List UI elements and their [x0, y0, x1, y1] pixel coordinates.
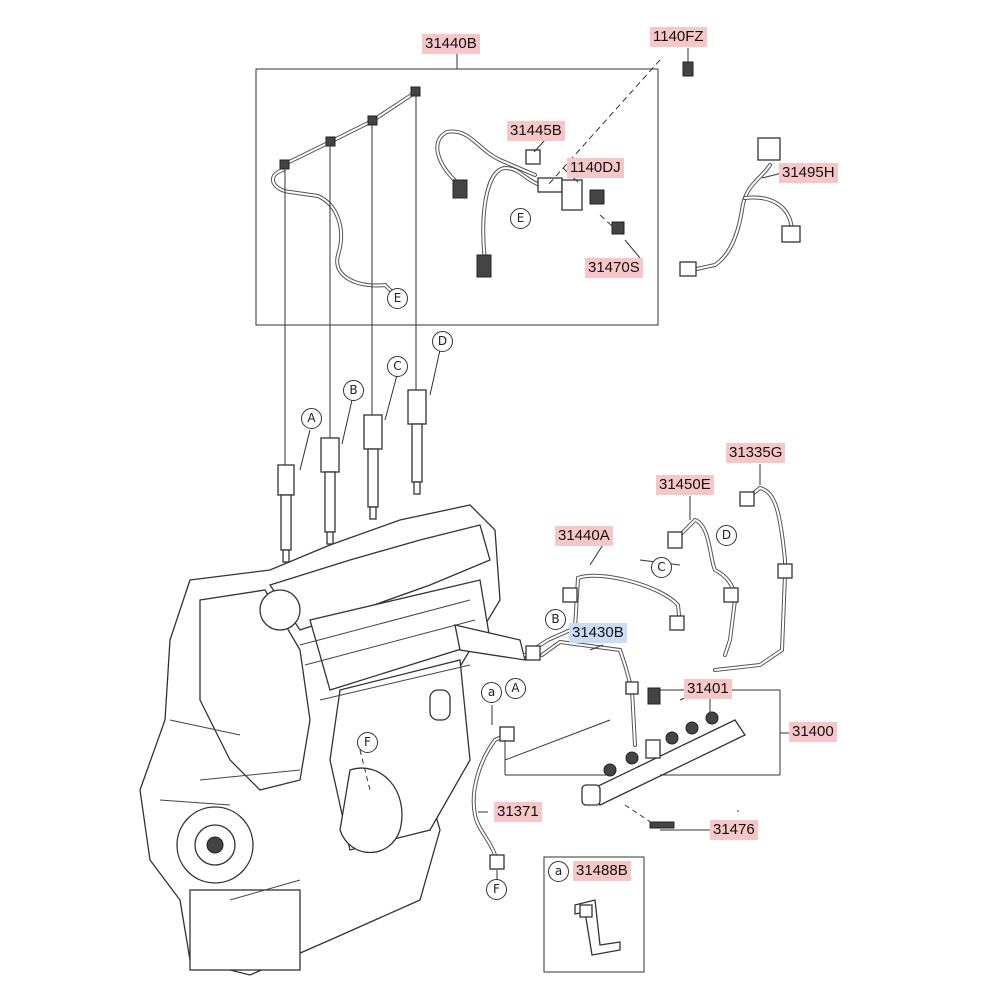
- part-label-31470S[interactable]: 31470S: [585, 258, 643, 278]
- part-label-31430B[interactable]: 31430B: [569, 623, 627, 643]
- part-label-31335G[interactable]: 31335G: [726, 443, 786, 463]
- ref-circle-d-injector: D: [432, 331, 453, 352]
- ref-circle-a-line: A: [505, 678, 526, 699]
- part-label-1140DJ[interactable]: 1140DJ: [567, 158, 624, 178]
- ref-circle-sub-a: a: [481, 682, 502, 703]
- injectors: [277, 96, 441, 563]
- bracket-detail: [543, 856, 645, 973]
- bracket-detail-box: [543, 856, 645, 973]
- ref-circle-b-line: B: [545, 609, 566, 630]
- part-label-31488B[interactable]: 31488B: [573, 861, 631, 881]
- part-label-31371[interactable]: 31371: [494, 802, 542, 822]
- ref-circle-c-line: C: [651, 557, 672, 578]
- part-label-31440B[interactable]: 31440B: [422, 34, 480, 54]
- part-label-31401[interactable]: 31401: [684, 679, 732, 699]
- return-hose-line: [271, 168, 398, 298]
- ref-circle-d-line: D: [716, 525, 737, 546]
- part-label-31400[interactable]: 31400: [789, 722, 837, 742]
- ref-circle-f-line: F: [486, 879, 507, 900]
- ref-circle-sub-a-detail: a: [548, 861, 569, 882]
- part-label-31450E[interactable]: 31450E: [656, 475, 714, 495]
- part-label-1140FZ[interactable]: 1140FZ: [650, 27, 707, 47]
- return-hose-assembly: [255, 48, 801, 326]
- ref-circle-c-injector: C: [387, 356, 408, 377]
- ref-circle-f-engine: F: [357, 732, 378, 753]
- common-rail: [504, 687, 790, 831]
- feed-line: [359, 705, 610, 880]
- part-label-31445B[interactable]: 31445B: [507, 121, 565, 141]
- part-label-31476[interactable]: 31476: [710, 820, 758, 840]
- fuel-lines: [523, 485, 793, 747]
- part-label-31440A[interactable]: 31440A: [555, 526, 613, 546]
- ref-circle-b-injector: B: [343, 380, 364, 401]
- engine-block: [139, 504, 526, 976]
- ref-circle-e-hose: E: [387, 288, 408, 309]
- ref-circle-e-fitting: E: [510, 208, 531, 229]
- part-label-31495H[interactable]: 31495H: [779, 163, 838, 183]
- ref-circle-a-injector: A: [301, 408, 322, 429]
